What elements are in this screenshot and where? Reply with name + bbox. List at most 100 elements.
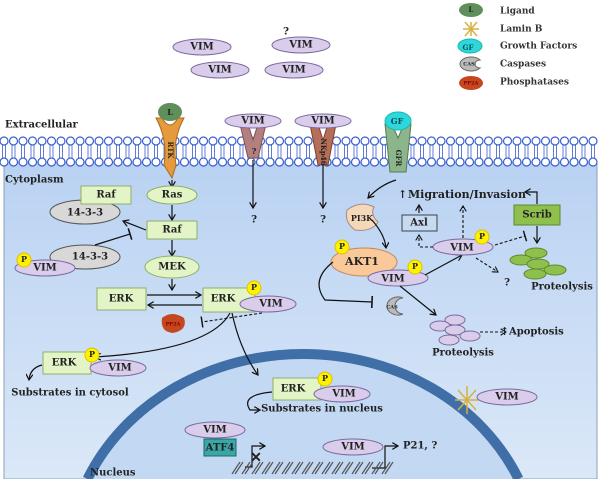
lipid-tail [116, 145, 120, 158]
lipid-tail [420, 145, 424, 158]
vim-label: VIM [202, 425, 227, 436]
lipid-head [445, 157, 456, 167]
ligand-icon-text: L [469, 5, 474, 14]
lipid-head [578, 136, 589, 146]
pi3k [345, 203, 379, 231]
lipid-tail [458, 145, 462, 158]
lipid-tail [524, 145, 529, 158]
atf4 [203, 438, 237, 457]
lipid-tail [220, 145, 225, 158]
lipid-tail [97, 145, 101, 158]
extracellular-vim-group: VIM VIM VIM VIM ? [172, 27, 331, 79]
rtk-label: RTK [166, 142, 175, 160]
lipid-tail [106, 145, 111, 158]
lipid-tail [467, 145, 472, 158]
lipid-head [350, 157, 361, 167]
nkp46-label: NKp46 [319, 138, 328, 165]
lipid-head [502, 157, 513, 167]
lipid-head [521, 157, 532, 167]
erk-label: ERK [52, 358, 77, 369]
unknown-label: ? [283, 27, 289, 38]
lipid-head [113, 136, 123, 146]
lipid-head [208, 157, 218, 167]
lipid-head [217, 136, 228, 146]
dna-strand [241, 461, 254, 475]
lamin-b-icon [463, 21, 479, 37]
phospho-label: P [339, 241, 345, 251]
ligand-icon [459, 3, 483, 17]
proteolysis-label: Proteolysis [531, 282, 593, 293]
lipid-head [8, 136, 19, 146]
akt1 [330, 247, 398, 277]
lipid-head [132, 136, 142, 146]
phospho-label: P [322, 373, 328, 383]
lipid-tail [543, 145, 548, 158]
lipid-head [37, 136, 47, 146]
dna-strand [301, 461, 314, 475]
lipid-head [236, 157, 247, 167]
lipid-head [569, 157, 579, 167]
lipid-head [179, 136, 190, 146]
lipid-head [436, 157, 446, 167]
lipid-head [284, 157, 294, 167]
lipid-head [246, 157, 256, 167]
atf4-label: ATF4 [205, 443, 235, 454]
lipid-tail [182, 145, 187, 158]
lipid-head [445, 136, 456, 146]
14-3-3-label: 14-3-3 [72, 252, 108, 263]
lipid-head [122, 157, 133, 167]
raf-bound [80, 185, 132, 205]
dna-strand [351, 461, 364, 475]
phospho-label: P [412, 261, 418, 271]
lipid-head [502, 136, 513, 146]
legend-caspases-label: Caspases [500, 60, 546, 70]
lipid-head [94, 157, 104, 167]
up-arrow-icon: ↑ [500, 325, 509, 338]
lipid-tail [562, 145, 567, 158]
lipid-head [550, 136, 560, 146]
lipid-head [265, 157, 275, 167]
erk-label: ERK [281, 384, 306, 395]
lipid-tail [553, 145, 557, 158]
vim-label: VIM [331, 389, 356, 400]
lipid-head [75, 136, 85, 146]
lipid-tail [287, 145, 291, 158]
lipid-head [122, 136, 133, 146]
lipid-head [417, 157, 427, 167]
lipid-tail [353, 145, 358, 158]
phospho-label: P [479, 231, 485, 241]
extracellular-label: Extracellular [5, 120, 79, 131]
lipid-tail [306, 145, 310, 158]
lipid-head [8, 157, 19, 167]
vim-label: VIM [189, 42, 214, 53]
vim-label: VIM [288, 40, 313, 51]
lipid-head [227, 136, 237, 146]
phospho-label: P [89, 349, 95, 359]
lipid-head [18, 157, 28, 167]
phospho-label: P [251, 282, 257, 292]
lipid-head [113, 157, 123, 167]
lipid-tail [382, 145, 386, 158]
lipid-head [483, 157, 494, 167]
pp2a-label: PP2A [166, 322, 181, 328]
lipid-tail [429, 145, 434, 158]
lipid-tail [505, 145, 510, 158]
vim-label: VIM [310, 116, 335, 127]
lipid-head [65, 136, 76, 146]
lipid-head [464, 157, 475, 167]
lipid-head [540, 136, 551, 146]
lipid-head [379, 157, 389, 167]
lipid-head [293, 136, 304, 146]
lipid-tail [591, 145, 595, 158]
lipid-head [293, 157, 304, 167]
dna-strand [331, 461, 344, 475]
dna-strand [271, 461, 284, 475]
lipid-head [141, 157, 152, 167]
lipid-head [407, 157, 418, 167]
erk-label: ERK [109, 294, 134, 305]
lipid-tail [211, 145, 215, 158]
lipid-head [208, 136, 218, 146]
lipid-tail [277, 145, 282, 158]
lipid-head [464, 136, 475, 146]
